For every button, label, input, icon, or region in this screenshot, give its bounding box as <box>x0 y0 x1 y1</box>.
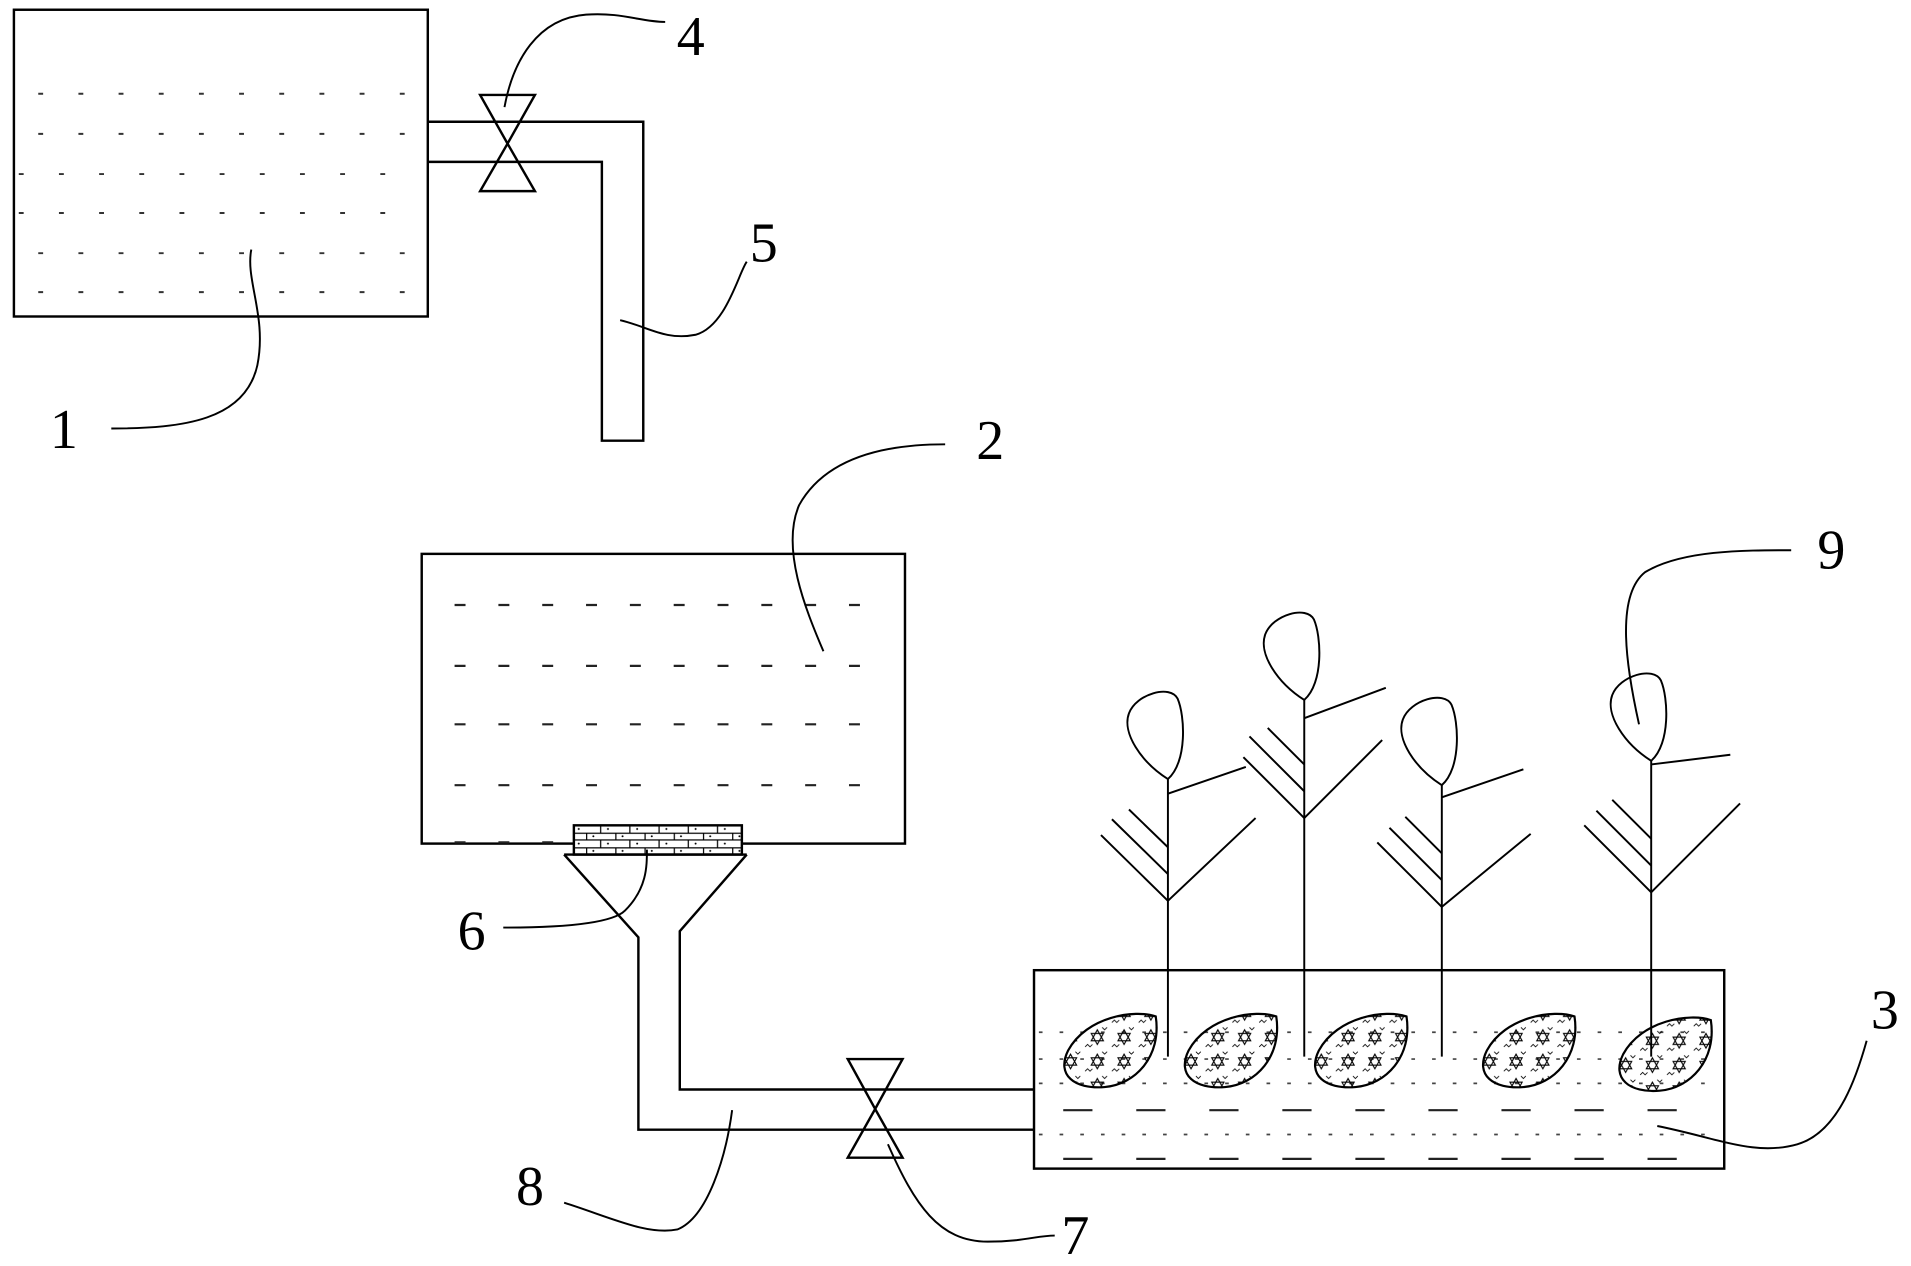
label-pipe-8: 8 <box>516 1156 544 1218</box>
label-tank-1: 1 <box>50 399 78 461</box>
leader-9 <box>1625 549 1792 725</box>
tank-1 <box>12 8 430 318</box>
label-filter-6: 6 <box>458 901 486 963</box>
plant <box>1376 696 1532 1057</box>
label-tray-3: 3 <box>1871 980 1899 1042</box>
leader-1 <box>111 249 261 430</box>
plant-branches <box>1376 768 1532 908</box>
valve-4-body <box>478 93 538 193</box>
plant-head <box>1609 672 1668 763</box>
pipe-8-outer-wall <box>563 853 1035 1131</box>
valve-7 <box>845 1057 905 1159</box>
plant-branches <box>1100 765 1257 902</box>
filter-6 <box>572 824 744 856</box>
seed <box>1481 1012 1577 1089</box>
label-plant-9: 9 <box>1817 519 1845 581</box>
seed <box>1183 1012 1279 1089</box>
tray-3 <box>1032 968 1726 1170</box>
valve-7-body <box>845 1057 905 1159</box>
seed <box>1618 1016 1713 1093</box>
plant <box>1100 690 1257 1057</box>
tank-2-body <box>420 552 907 845</box>
leader-8 <box>563 1110 734 1232</box>
leader-2 <box>791 443 946 652</box>
plant-head <box>1126 690 1184 781</box>
tray-3-body <box>1032 968 1726 1170</box>
tank-2 <box>420 552 907 845</box>
label-tank-2: 2 <box>976 410 1004 472</box>
pipe-8 <box>563 853 1035 1131</box>
plant-branches <box>1583 753 1741 893</box>
tank-1-body <box>12 8 430 318</box>
label-pipe-5: 5 <box>750 213 778 275</box>
plant-head <box>1400 696 1458 787</box>
seed <box>1313 1012 1409 1089</box>
label-valve-4: 4 <box>677 6 705 68</box>
seeds <box>1063 1012 1713 1093</box>
plant-branches <box>1242 686 1387 819</box>
reference-labels: 1 4 5 2 9 3 6 8 7 <box>50 6 1899 1266</box>
valve-4 <box>478 93 538 193</box>
pipe-5 <box>427 120 645 442</box>
pipe-8-inner-wall <box>678 853 1035 1091</box>
leader-7 <box>887 1143 1055 1243</box>
plant-9 <box>1583 672 1741 1057</box>
leader-5 <box>619 261 748 338</box>
leader-4 <box>503 13 666 108</box>
seed <box>1063 1012 1158 1089</box>
plant <box>1242 611 1387 1057</box>
leader-6 <box>503 849 648 929</box>
plant-head <box>1262 611 1321 702</box>
label-valve-7: 7 <box>1061 1205 1089 1266</box>
leader-lines <box>111 13 1868 1243</box>
leader-3 <box>1657 1040 1868 1150</box>
